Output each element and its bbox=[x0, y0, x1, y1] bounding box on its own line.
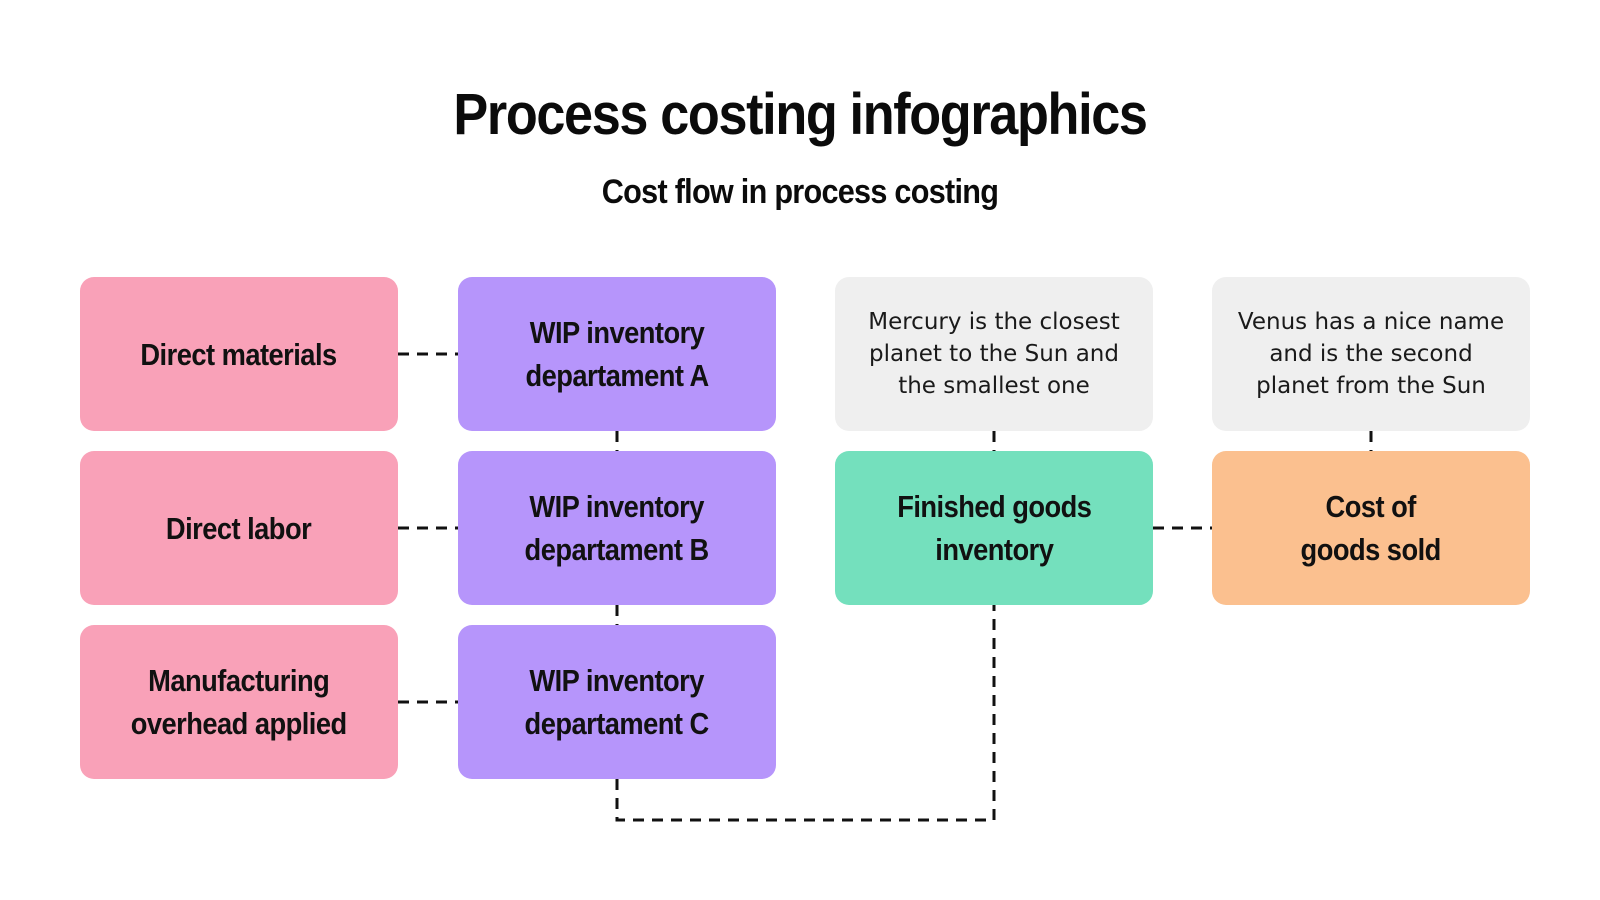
wip-department-c-label: WIP inventory departament C bbox=[524, 663, 710, 741]
manufacturing-overhead-box: Manufacturing overhead applied bbox=[80, 625, 398, 779]
connector-wip-c-to-finished bbox=[615, 605, 996, 822]
wip-department-b-box: WIP inventory departament B bbox=[458, 451, 776, 605]
direct-labor-label: Direct labor bbox=[166, 510, 312, 546]
mercury-note-box: Mercury is the closest planet to the Sun… bbox=[835, 277, 1153, 431]
venus-note-text: Venus has a nice name and is the second … bbox=[1237, 309, 1505, 399]
page-title: Process costing infographics bbox=[453, 82, 1148, 147]
mercury-note-text: Mercury is the closest planet to the Sun… bbox=[868, 309, 1120, 399]
direct-labor-box: Direct labor bbox=[80, 451, 398, 605]
cost-of-goods-sold-label: Cost of goods sold bbox=[1300, 489, 1442, 567]
direct-materials-label: Direct materials bbox=[140, 336, 338, 372]
venus-note-box: Venus has a nice name and is the second … bbox=[1212, 277, 1530, 431]
wip-department-b-label: WIP inventory departament B bbox=[524, 489, 710, 567]
wip-department-a-box: WIP inventory departament A bbox=[458, 277, 776, 431]
direct-materials-box: Direct materials bbox=[80, 277, 398, 431]
wip-department-c-box: WIP inventory departament C bbox=[458, 625, 776, 779]
finished-goods-box: Finished goods inventory bbox=[835, 451, 1153, 605]
page-subtitle: Cost flow in process costing bbox=[601, 173, 999, 211]
cost-of-goods-sold-box: Cost of goods sold bbox=[1212, 451, 1530, 605]
finished-goods-label: Finished goods inventory bbox=[896, 489, 1092, 567]
manufacturing-overhead-label: Manufacturing overhead applied bbox=[131, 663, 347, 741]
wip-department-a-label: WIP inventory departament A bbox=[525, 315, 709, 393]
